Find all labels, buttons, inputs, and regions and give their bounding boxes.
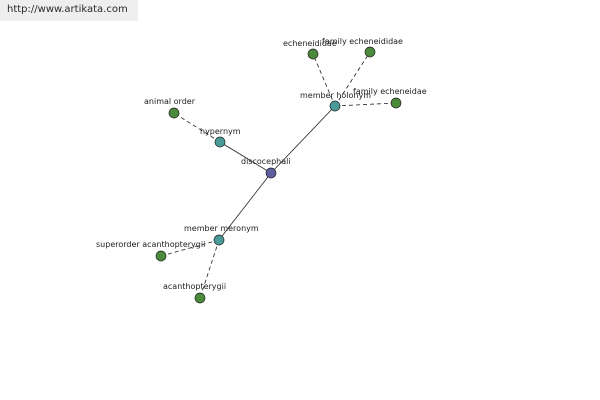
- center-label[interactable]: discocephali: [241, 157, 291, 166]
- url-banner: http://www.artikata.com: [0, 0, 138, 21]
- relation-node-hol[interactable]: [329, 100, 341, 112]
- edge-mer-l5: [160, 239, 220, 257]
- graph-edges: [160, 51, 397, 299]
- edge-hyp-l1: [173, 112, 221, 143]
- leaf-node-l3[interactable]: [364, 46, 376, 58]
- leaf-label-l3[interactable]: family echeneididae: [322, 37, 403, 46]
- leaf-label-l1[interactable]: animal order: [144, 97, 196, 106]
- leaf-node-l2[interactable]: [307, 48, 319, 60]
- center-node[interactable]: [265, 167, 277, 179]
- relation-label-hol[interactable]: member holonym: [300, 91, 371, 100]
- edge-hol-l3: [334, 51, 371, 107]
- relation-node-mer[interactable]: [213, 234, 225, 246]
- leaf-label-l5[interactable]: superorder acanthopterygii: [96, 240, 205, 249]
- relation-label-mer[interactable]: member meronym: [184, 224, 259, 233]
- leaf-label-l4[interactable]: family echeneidae: [353, 87, 427, 96]
- edge-mer-l6: [199, 239, 220, 299]
- graph-labels: discocephali hypernym member holonym member…: [96, 37, 427, 291]
- leaf-node-l1[interactable]: [168, 107, 180, 119]
- leaf-node-l6[interactable]: [194, 292, 206, 304]
- edge-hol-l4: [334, 102, 397, 107]
- relation-node-hyp[interactable]: [214, 136, 226, 148]
- relation-label-hyp[interactable]: hypernym: [200, 127, 241, 136]
- edge-center-hyp: [219, 141, 272, 174]
- leaf-node-l5[interactable]: [155, 250, 167, 262]
- graph-nodes: [155, 46, 402, 304]
- url-text[interactable]: http://www.artikata.com: [7, 4, 128, 15]
- edge-center-hol: [270, 105, 336, 174]
- leaf-label-l6[interactable]: acanthopterygii: [163, 282, 226, 291]
- edge-center-mer: [218, 172, 272, 241]
- leaf-label-l2[interactable]: echeneididae: [283, 39, 337, 48]
- leaf-node-l4[interactable]: [390, 97, 402, 109]
- edge-hol-l2: [312, 53, 336, 107]
